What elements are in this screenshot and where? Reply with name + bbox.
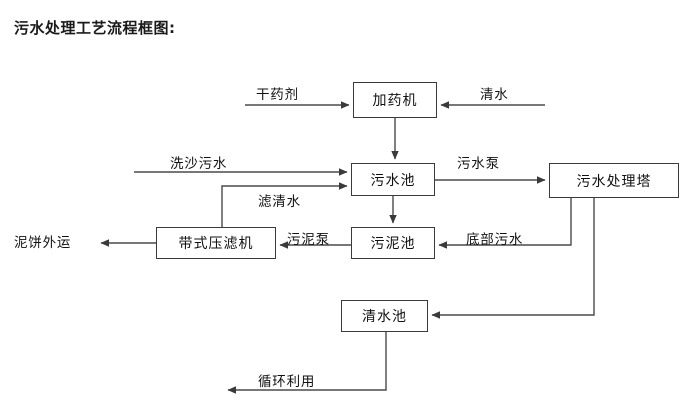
edge-label-bottom-sewage: 底部污水 xyxy=(466,232,524,248)
edge-label-sand-wash-sewage: 洗沙污水 xyxy=(170,156,228,172)
node-label: 污水池 xyxy=(370,172,416,189)
node-label: 加药机 xyxy=(372,93,418,109)
node-label: 污水处理塔 xyxy=(576,173,652,190)
edge-tower-to-clearwater xyxy=(431,198,595,319)
node-sludge-pool[interactable]: 污泥池 xyxy=(351,227,435,259)
node-label: 带式压滤机 xyxy=(178,236,254,252)
edge-clearwater-to-recycle xyxy=(227,332,387,394)
edge-label-sewage-pump: 污水泵 xyxy=(457,156,500,172)
edge-label-sludge-pump: 污泥泵 xyxy=(287,232,330,248)
page-title: 污水处理工艺流程框图: xyxy=(14,19,176,37)
edge-bottom-sewage-to-sludge xyxy=(438,198,572,249)
edge-label-dry-chemical: 干药剂 xyxy=(256,87,299,103)
edge-filtered-water-to-wastewater xyxy=(221,182,348,227)
node-clear-water-pool[interactable]: 清水池 xyxy=(341,300,428,332)
node-treatment-tower[interactable]: 污水处理塔 xyxy=(549,163,679,198)
node-belt-filter-press[interactable]: 带式压滤机 xyxy=(156,227,276,259)
edge-label-recycle-reuse: 循环利用 xyxy=(258,374,316,390)
node-dosing-machine[interactable]: 加药机 xyxy=(353,82,437,118)
edge-label-clean-water: 清水 xyxy=(480,87,509,103)
node-wastewater-pool[interactable]: 污水池 xyxy=(351,163,435,196)
node-label: 清水池 xyxy=(362,309,407,325)
edge-label-filtered-water: 滤清水 xyxy=(258,194,301,210)
node-label: 污泥池 xyxy=(370,236,416,252)
terminal-label-mud-cake-out: 泥饼外运 xyxy=(14,235,72,251)
